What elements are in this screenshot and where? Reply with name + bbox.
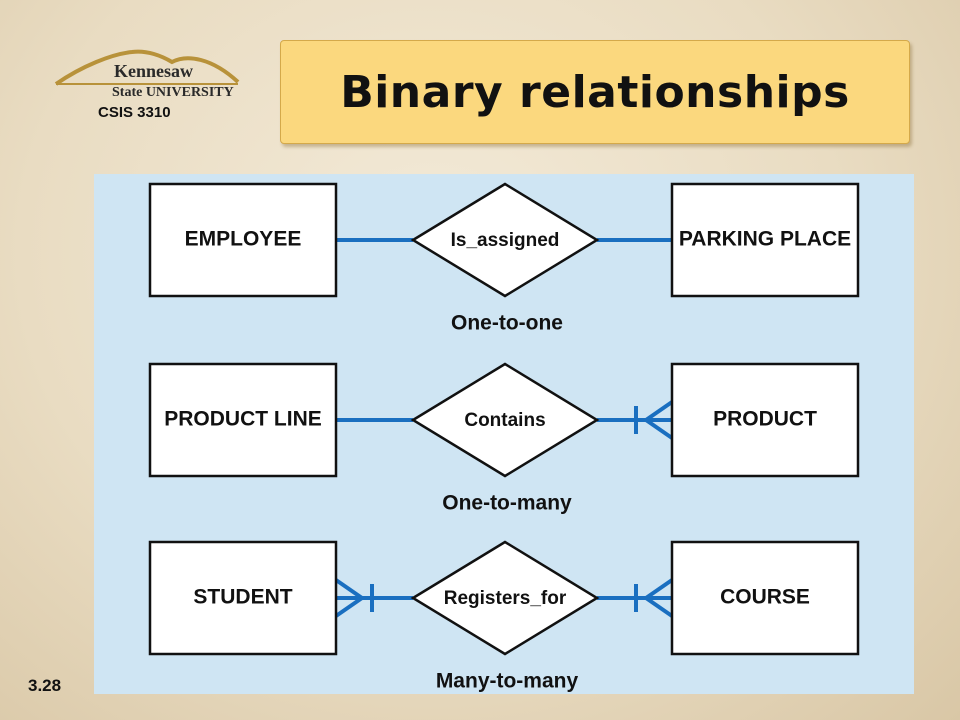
course-code: CSIS 3310 <box>98 104 171 121</box>
entity-label-left: STUDENT <box>193 586 292 609</box>
relationship-diamond <box>410 540 600 656</box>
relationship-diamond <box>410 362 600 478</box>
relationship-label: Registers_for <box>444 588 567 609</box>
relationship-label: Is_assigned <box>451 230 560 251</box>
kennesaw-state-logo: Kennesaw State UNIVERSITY <box>52 44 242 104</box>
cardinality-label: Many-to-many <box>436 670 579 693</box>
logo-line2: State UNIVERSITY <box>112 85 234 100</box>
entity-box-right <box>670 182 860 298</box>
entity-label-right: PARKING PLACE <box>679 228 851 251</box>
cardinality-label: One-to-many <box>442 492 572 515</box>
logo-line1: Kennesaw <box>114 61 193 81</box>
right-end-many-crowfoot <box>644 400 674 440</box>
right-end-many-crowfoot <box>644 578 674 618</box>
slide-number: 3.28 <box>28 676 62 695</box>
relationship-label: Contains <box>464 410 545 431</box>
entity-box-left <box>148 182 338 298</box>
title-banner: Binary relationships <box>280 40 910 144</box>
left-end-many-crowfoot <box>334 578 364 618</box>
cardinality-label: One-to-one <box>451 312 563 335</box>
entity-box-left <box>148 540 338 656</box>
entity-label-left: EMPLOYEE <box>185 228 302 251</box>
entity-box-right <box>670 540 860 656</box>
entity-label-right: COURSE <box>720 586 810 609</box>
page-title: Binary relationships <box>340 66 850 118</box>
relationship-diamond <box>410 182 600 298</box>
entity-label-left: PRODUCT LINE <box>164 408 322 431</box>
entity-label-right: PRODUCT <box>713 408 817 431</box>
entity-box-left <box>148 362 338 478</box>
er-diagram: EMPLOYEE PARKING PLACE Is_assignedOne-to-o… <box>94 174 914 694</box>
entity-box-right <box>670 362 860 478</box>
